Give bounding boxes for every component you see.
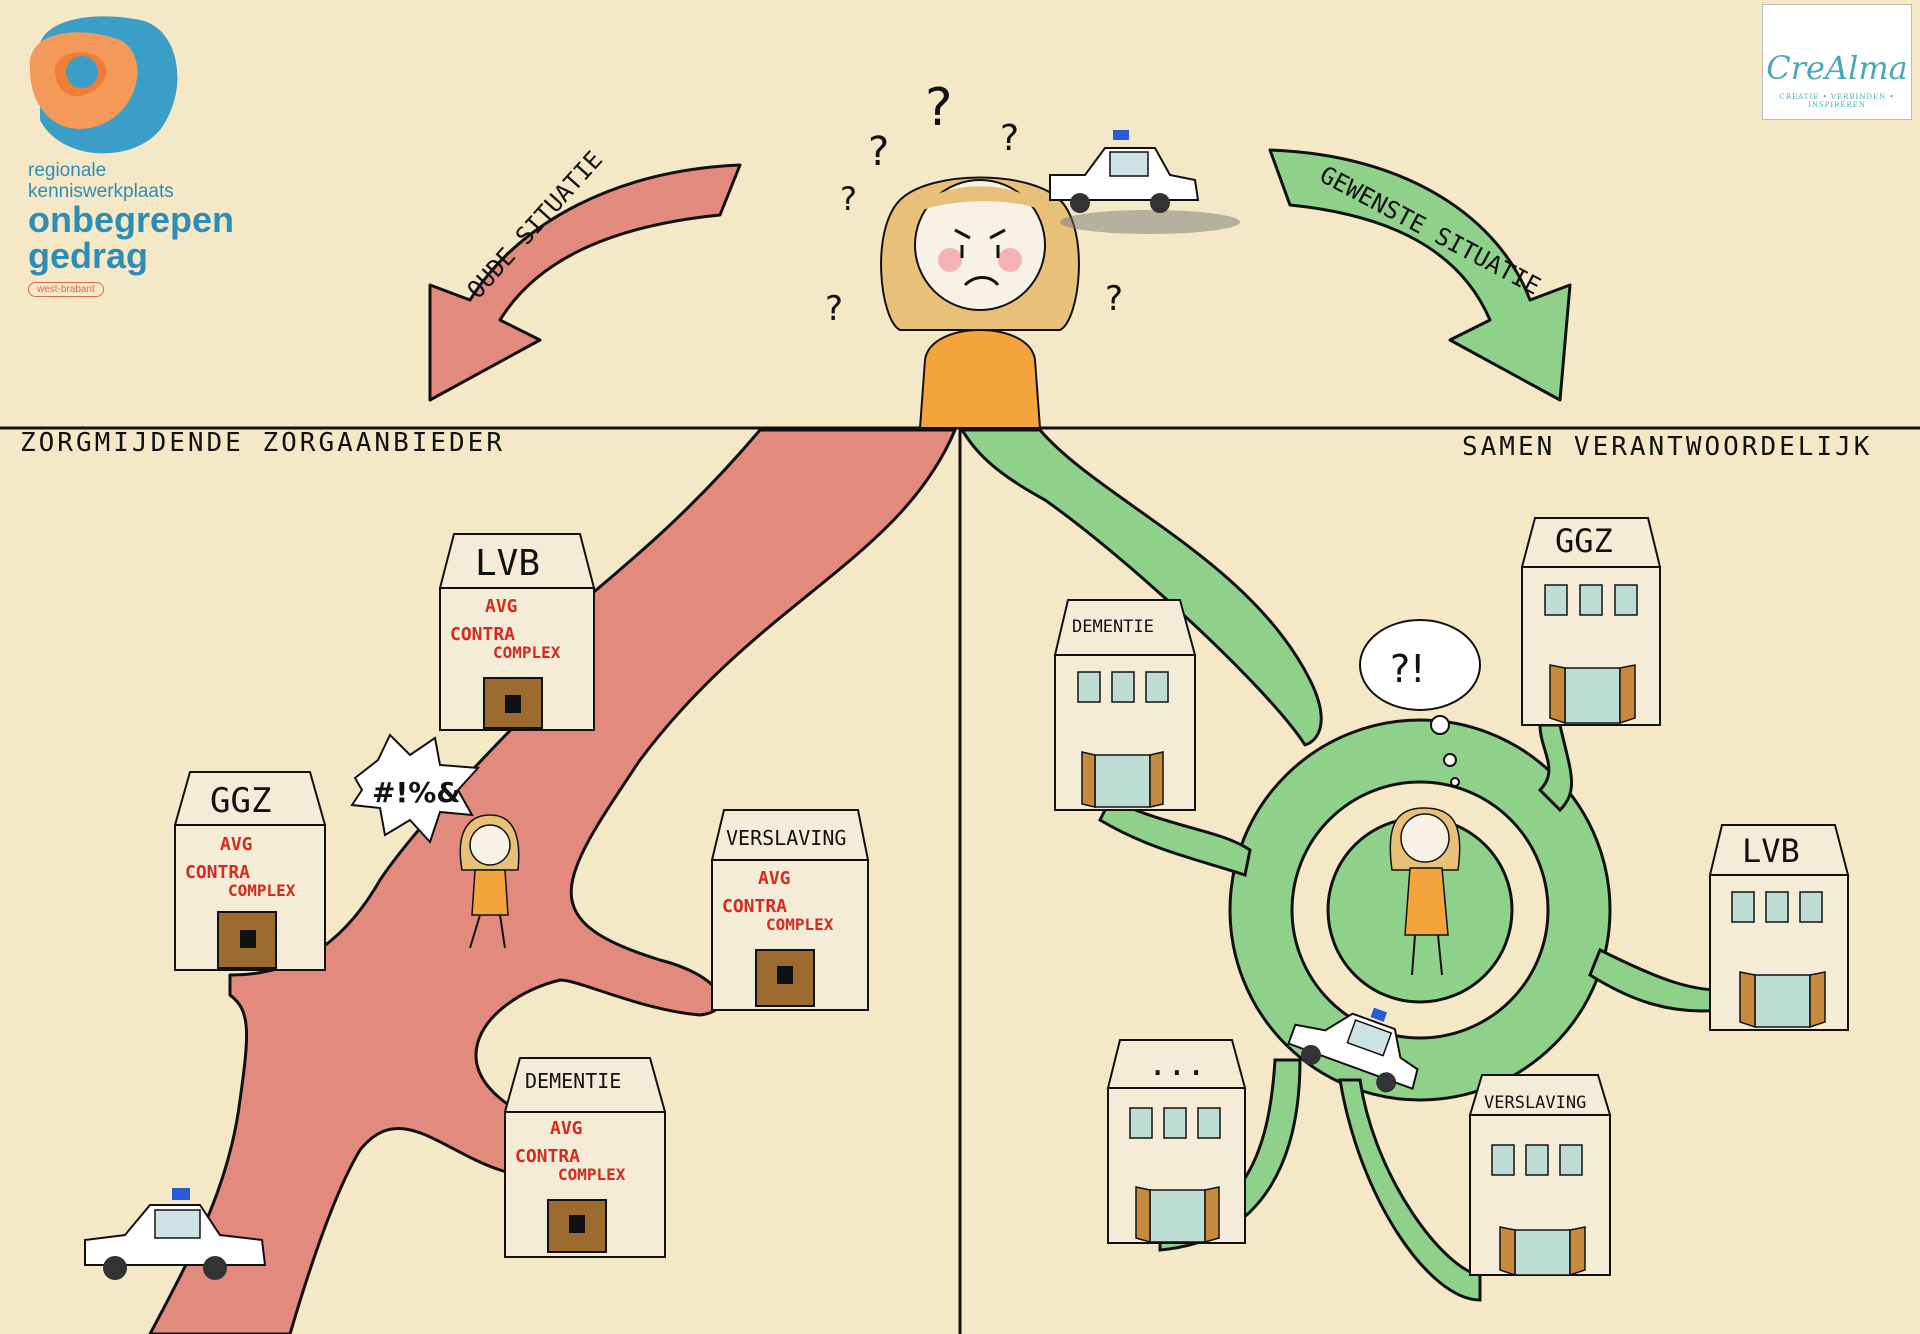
- lvb-right-title: LVB: [1742, 832, 1800, 870]
- verslaving-left-avg: AVG: [758, 868, 791, 889]
- logo-line-onbegrepen: onbegrepen: [28, 199, 235, 240]
- thought-text: ?!: [1390, 647, 1425, 691]
- house-unnamed-right: [1106, 1039, 1247, 1244]
- thought-cloud: ?!: [1359, 619, 1481, 787]
- svg-text:?: ?: [925, 78, 953, 138]
- verslaving-right-title: VERSLAVING: [1484, 1093, 1586, 1113]
- dementie-left-complex: COMPLEX: [558, 1165, 626, 1184]
- verslaving-left-title: VERSLAVING: [726, 826, 846, 850]
- crealma-logo: CreAlma CREATIE • VERBINDEN • INSPIREREN: [1762, 4, 1912, 120]
- house-ggz-left: [173, 771, 327, 971]
- ggz-left-contra: CONTRA: [185, 862, 250, 883]
- svg-text:?: ?: [1105, 279, 1123, 319]
- lvb-left-contra: CONTRA: [450, 624, 515, 645]
- dementie-left-avg: AVG: [550, 1118, 583, 1139]
- logo-line-kenniswerkplaats: kenniswerkplaats: [28, 181, 174, 202]
- house-lvb-left: [438, 533, 596, 731]
- crealma-name: CreAlma: [1766, 49, 1908, 87]
- curse-text: #!%&: [372, 776, 461, 809]
- small-angry-person: [459, 814, 520, 949]
- lvb-left-avg: AVG: [485, 596, 518, 617]
- ggz-left-title: GGZ: [210, 781, 271, 821]
- logo-line-gedrag: gedrag: [28, 235, 149, 276]
- svg-text:?: ?: [1000, 118, 1019, 159]
- old-situation-arrow: [428, 163, 742, 402]
- verslaving-left-complex: COMPLEX: [766, 915, 834, 934]
- section-title-left: ZORGMIJDENDE ZORGAANBIEDER: [20, 428, 505, 458]
- house-ggz-right: [1520, 517, 1662, 726]
- ggz-left-complex: COMPLEX: [228, 881, 296, 900]
- confused-person: [880, 176, 1080, 429]
- lvb-left-title: LVB: [475, 543, 540, 584]
- dementie-right-title: DEMENTIE: [1072, 617, 1154, 637]
- dementie-left-contra: CONTRA: [515, 1146, 580, 1167]
- crealma-tagline: CREATIE • VERBINDEN • INSPIREREN: [1779, 93, 1895, 109]
- new-arrow-label: GEWENSTE SITUATIE: [1315, 161, 1545, 301]
- house-dementie-left: [503, 1057, 667, 1258]
- verslaving-left-contra: CONTRA: [722, 896, 787, 917]
- ggz-left-avg: AVG: [220, 834, 253, 855]
- old-road: [148, 428, 957, 1334]
- kenniswerkplaats-logo: [29, 16, 178, 154]
- lvb-left-complex: COMPLEX: [493, 643, 561, 662]
- svg-text:?: ?: [868, 129, 889, 175]
- logo-line-regionale: regionale: [28, 160, 107, 181]
- dots-right-title: ...: [1148, 1045, 1206, 1083]
- police-car-top: [1049, 130, 1240, 234]
- question-marks: ? ? ? ? ? ?: [825, 78, 1123, 329]
- house-verslaving-right: [1468, 1074, 1612, 1277]
- police-car-right: [1287, 1007, 1419, 1093]
- house-lvb-right: [1708, 824, 1850, 1031]
- kenniswerkplaats-logo-text: regionale kenniswerkplaats onbegrepen ge…: [28, 160, 234, 297]
- logo-badge: west-brabant: [28, 282, 104, 297]
- police-car-left: [84, 1188, 267, 1280]
- angry-speech-burst: #!%&: [350, 733, 481, 844]
- section-title-right: SAMEN VERANTWOORDELIJK: [1462, 432, 1873, 462]
- calm-person: [1389, 807, 1461, 976]
- house-verslaving-left: [710, 809, 870, 1011]
- svg-text:?: ?: [825, 289, 843, 329]
- new-situation-arrow: [1268, 148, 1572, 402]
- house-dementie-right: [1053, 599, 1197, 811]
- ggz-right-title: GGZ: [1555, 522, 1613, 560]
- dementie-left-title: DEMENTIE: [525, 1069, 621, 1093]
- svg-text:?: ?: [840, 180, 857, 218]
